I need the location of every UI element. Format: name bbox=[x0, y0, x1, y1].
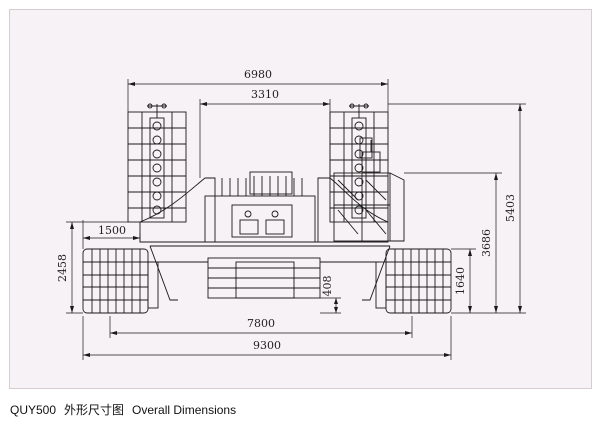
dim-1500: 1500 bbox=[98, 224, 126, 237]
drawing-frame bbox=[9, 9, 592, 389]
dim-5403: 5403 bbox=[504, 194, 517, 222]
left-counterweight-stack bbox=[127, 103, 187, 223]
dim-3310: 3310 bbox=[251, 88, 279, 101]
carbody bbox=[148, 245, 391, 301]
dim-2458: 2458 bbox=[56, 254, 69, 282]
dim-9300: 9300 bbox=[253, 339, 281, 352]
dimension-arrows bbox=[70, 82, 522, 357]
right-crawler-track bbox=[375, 248, 452, 314]
caption-zh: 外形尺寸图 bbox=[64, 403, 125, 417]
dim-7800: 7800 bbox=[247, 317, 275, 330]
caption-en: Overall Dimensions bbox=[132, 403, 237, 417]
figure-caption: QUY500 外形尺寸图 Overall Dimensions bbox=[10, 401, 244, 418]
operator-cab bbox=[333, 140, 405, 242]
dim-3686: 3686 bbox=[480, 229, 493, 257]
upper-structure bbox=[139, 171, 390, 247]
left-crawler-track bbox=[82, 248, 159, 314]
dimension-lines bbox=[66, 79, 526, 360]
dim-1640: 1640 bbox=[454, 267, 467, 295]
dim-408: 408 bbox=[321, 276, 334, 297]
caption-model: QUY500 bbox=[10, 403, 57, 417]
right-counterweight-stack bbox=[329, 103, 389, 223]
dim-6980: 6980 bbox=[244, 68, 272, 81]
